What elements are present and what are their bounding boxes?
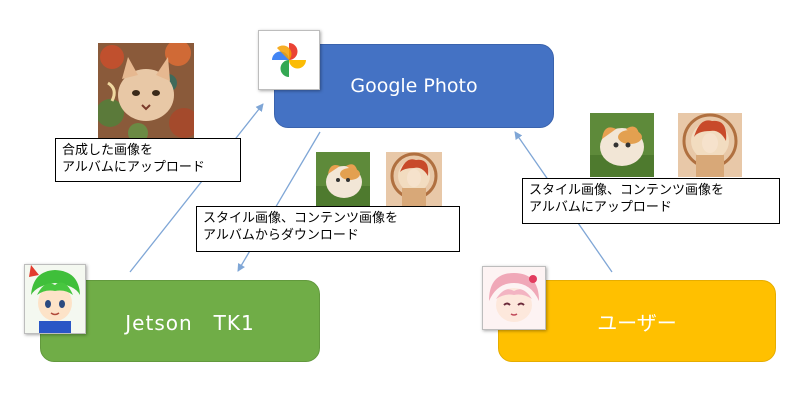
pink-haired-character-avatar <box>482 266 546 330</box>
user-label: ユーザー <box>597 310 677 335</box>
stylized-cat-image <box>98 43 194 139</box>
google-photo-label: Google Photo <box>350 75 478 97</box>
cat-photo <box>590 113 654 177</box>
download-line2: アルバムからダウンロード <box>203 228 359 243</box>
download-label: スタイル画像、コンテンツ画像を アルバムからダウンロード <box>196 206 460 252</box>
upload-inputs-label: スタイル画像、コンテンツ画像を アルバムにアップロード <box>522 178 780 224</box>
jetson-label: Jetson TK1 <box>125 310 255 335</box>
upload-inputs-line1: スタイル画像、コンテンツ画像を <box>529 183 725 198</box>
green-haired-character-avatar <box>24 264 86 334</box>
google-photo-node: Google Photo <box>274 44 554 128</box>
art-nouveau-style-image <box>678 113 742 177</box>
arrow-jetson-to-google <box>129 103 264 273</box>
upload-result-label: 合成した画像を アルバムにアップロード <box>55 138 241 182</box>
upload-result-line1: 合成した画像を <box>62 143 154 158</box>
jetson-node: Jetson TK1 <box>40 280 320 362</box>
art-nouveau-style-image <box>386 152 442 206</box>
cat-photo <box>316 152 370 206</box>
google-photos-icon <box>258 30 320 90</box>
download-line1: スタイル画像、コンテンツ画像を <box>203 211 399 226</box>
upload-result-line2: アルバムにアップロード <box>62 160 205 175</box>
upload-inputs-line2: アルバムにアップロード <box>529 200 672 215</box>
